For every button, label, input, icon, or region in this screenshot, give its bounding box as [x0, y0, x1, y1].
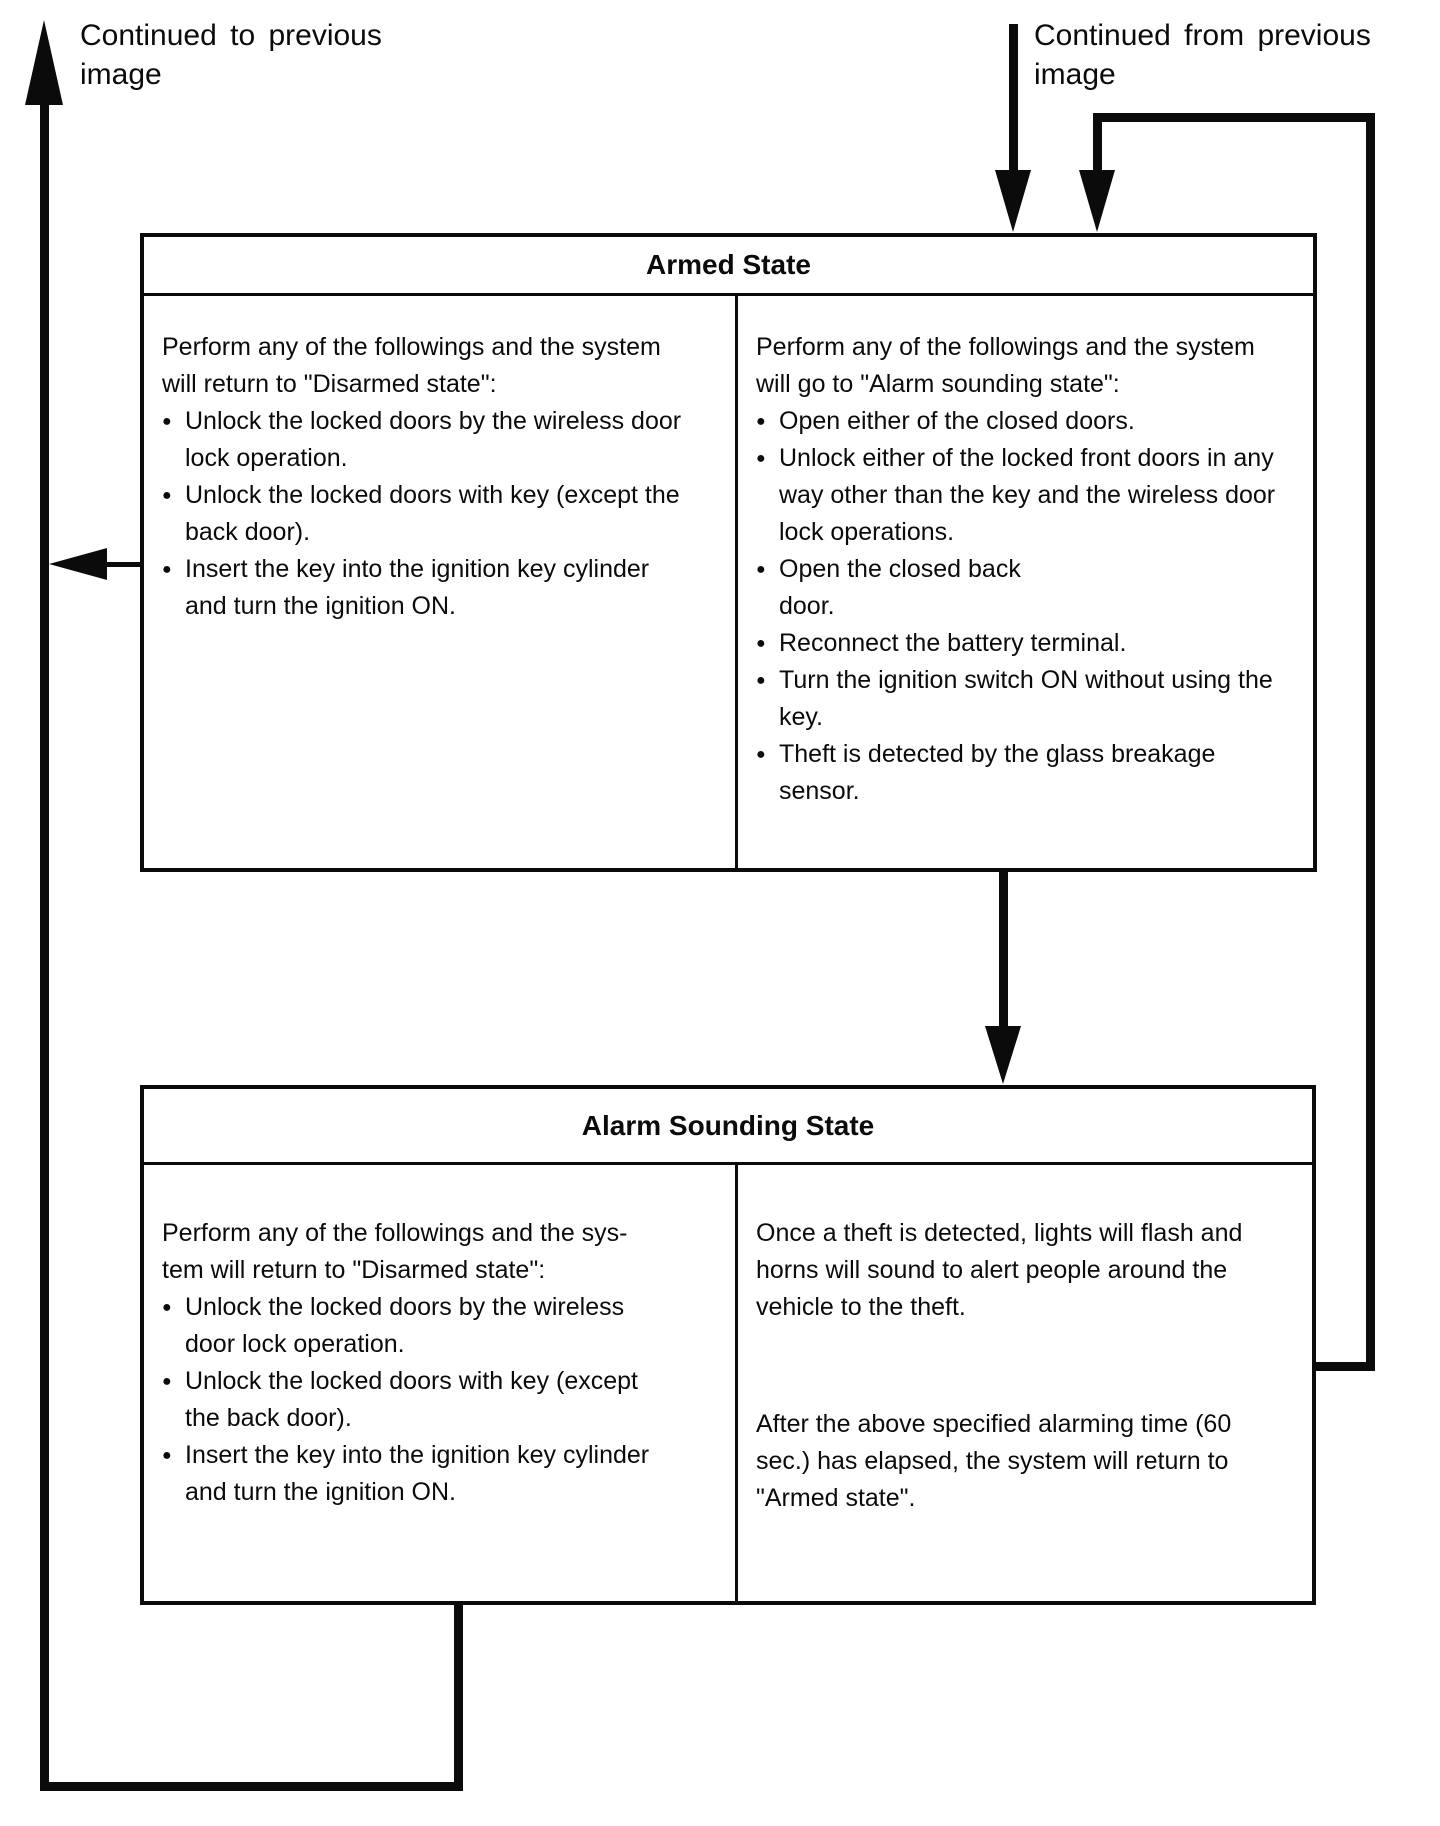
list-item: Unlock the locked doors with key (except… [162, 1363, 729, 1437]
armed-alarm-triggers-cell: Perform any of the followings and the sy… [738, 296, 1313, 868]
continued-to-previous-label: Continued to previous image [80, 19, 382, 91]
list-item: Unlock the locked doors with key (except… [162, 477, 729, 551]
alarm-return-line-top [1093, 113, 1375, 122]
alarm-timeout-paragraph: After the above specified alarming time … [756, 1410, 1232, 1512]
return-to-disarmed-arrow-shaft [100, 562, 141, 567]
list-item: Open either of the closed doors. [756, 403, 1307, 440]
alarm-sounding-state-box: Alarm Sounding State Perform any of the … [140, 1085, 1316, 1605]
continued-from-previous-label: Continued from previous image [1034, 19, 1371, 91]
alarm-sounding-state-title: Alarm Sounding State [144, 1089, 1312, 1165]
armed-left-intro: Perform any of the followings and the sy… [162, 333, 661, 398]
alarm-description-cell: Once a theft is detected, lights will fl… [738, 1165, 1312, 1601]
list-item: Unlock the locked doors by the wireless … [162, 1289, 729, 1363]
alarm-return-arrow-shaft [1093, 117, 1102, 172]
alarm-return-line-bottom [1316, 1362, 1375, 1371]
list-item: Reconnect the battery terminal. [756, 625, 1307, 662]
list-item: Turn the ignition switch ON without usin… [756, 662, 1307, 736]
armed-right-intro: Perform any of the followings and the sy… [756, 333, 1255, 398]
list-item: Unlock either of the locked front doors … [756, 440, 1307, 551]
armed-to-alarm-arrow-shaft [999, 870, 1008, 1028]
alarm-return-line-right [1366, 113, 1375, 1371]
armed-state-box: Armed State Perform any of the following… [140, 233, 1317, 872]
list-item: Insert the key into the ignition key cyl… [162, 1437, 729, 1511]
armed-state-title: Armed State [144, 237, 1313, 296]
left-flow-line [40, 88, 49, 1790]
list-item: Unlock the locked doors by the wireless … [162, 403, 729, 477]
arrow-down-icon [1079, 170, 1115, 232]
arrow-down-icon [985, 1026, 1021, 1084]
arrow-left-icon [49, 548, 107, 580]
armed-disarm-conditions-cell: Perform any of the followings and the sy… [144, 296, 738, 868]
alarm-left-intro: Perform any of the followings and the sy… [162, 1219, 628, 1284]
alarm-exit-line-bottom [40, 1782, 463, 1791]
list-item: Theft is detected by the glass breakage … [756, 736, 1307, 810]
alarm-disarm-conditions-cell: Perform any of the followings and the sy… [144, 1165, 738, 1601]
continued-from-arrow-shaft [1009, 24, 1018, 171]
alarm-description-paragraph: Once a theft is detected, lights will fl… [756, 1219, 1243, 1321]
list-item: Open the closed back door. [756, 551, 1307, 625]
arrow-down-icon [995, 170, 1031, 232]
alarm-exit-line-vertical [454, 1603, 463, 1791]
list-item: Insert the key into the ignition key cyl… [162, 551, 729, 625]
